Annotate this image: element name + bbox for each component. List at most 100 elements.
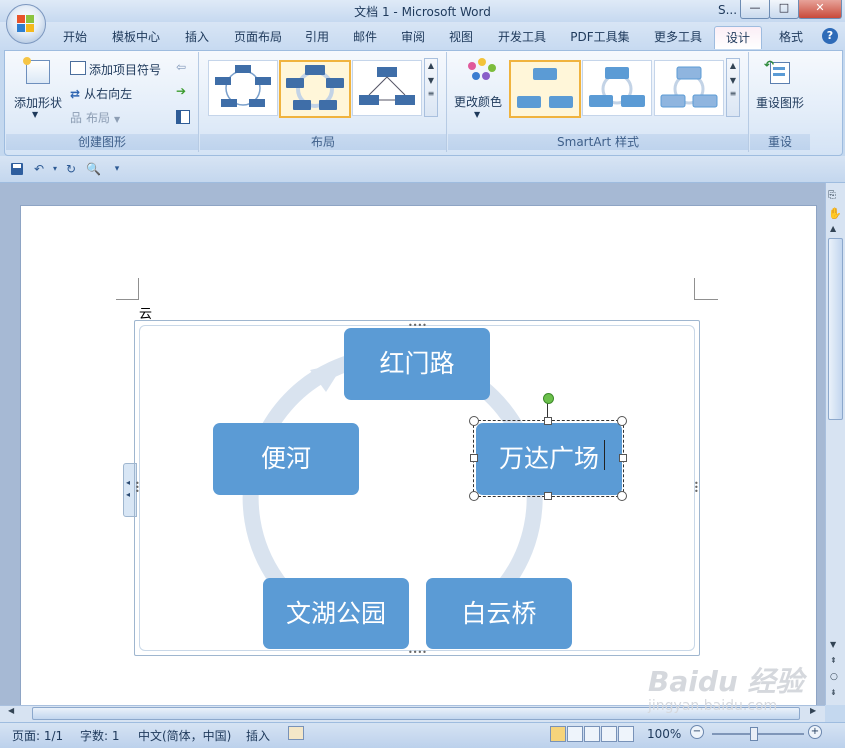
pan-hand-icon[interactable]: ✋: [828, 207, 842, 220]
zoom-out-icon[interactable]: −: [690, 725, 704, 739]
undo-icon[interactable]: ↶: [33, 162, 45, 176]
help-button[interactable]: ?: [822, 28, 838, 44]
undo-dropdown-icon[interactable]: ▾: [52, 164, 57, 173]
smartart-node-bottom-right[interactable]: 白云桥: [426, 578, 572, 649]
resize-handle-e[interactable]: [619, 454, 627, 462]
redo-icon[interactable]: ↻: [65, 162, 77, 176]
tab-template-center[interactable]: 模板中心: [111, 30, 160, 44]
outline-view-icon[interactable]: [601, 726, 617, 742]
add-bullet-button[interactable]: 添加项目符号: [70, 61, 161, 78]
tab-pdf-tools[interactable]: PDF工具集: [570, 30, 630, 44]
resize-handle-w[interactable]: [470, 454, 478, 462]
zoom-level[interactable]: 100%: [647, 727, 682, 741]
org-chart-icon: 品: [70, 111, 83, 125]
style-flat[interactable]: [509, 60, 581, 118]
document-page[interactable]: [20, 205, 817, 707]
promote-arrow-icon[interactable]: ⇦: [176, 60, 187, 74]
print-layout-view-icon[interactable]: [550, 726, 566, 742]
change-colors-icon: [466, 56, 496, 86]
frame-left-grip[interactable]: •••: [135, 479, 140, 496]
select-browse-object-icon[interactable]: ○: [830, 672, 838, 682]
smartart-node-right-selected[interactable]: 万达广场: [476, 423, 622, 495]
frame-right-grip[interactable]: •••: [694, 479, 699, 496]
status-language[interactable]: 中文(简体，中国): [138, 729, 232, 743]
document-text[interactable]: 云: [139, 307, 153, 322]
right-to-left-button[interactable]: ⇄从右向左: [70, 87, 133, 101]
layout-basic-cycle[interactable]: [208, 60, 278, 116]
draft-view-icon[interactable]: [618, 726, 634, 742]
smartart-frame[interactable]: [134, 320, 700, 656]
horizontal-scroll-thumb[interactable]: [32, 707, 800, 720]
style-white-outline[interactable]: [654, 60, 724, 116]
tab-mailings[interactable]: 邮件: [352, 30, 377, 44]
scroll-left-arrow[interactable]: ◀: [8, 706, 15, 715]
tab-format[interactable]: 格式: [778, 30, 803, 44]
node-text-left: 便河: [260, 444, 311, 473]
status-word-count[interactable]: 字数: 1: [80, 729, 120, 743]
white-outline-thumbnail: [660, 66, 718, 108]
resize-handle-n[interactable]: [544, 417, 552, 425]
smartart-node-bottom-left[interactable]: 文湖公园: [263, 578, 409, 649]
layouts-gallery-scroll[interactable]: ▲▼≡: [424, 58, 438, 117]
zoom-slider-track[interactable]: [712, 733, 804, 735]
demote-arrow-icon[interactable]: ➔: [176, 84, 187, 98]
text-cursor: [604, 440, 605, 470]
tab-more-tools[interactable]: 更多工具: [653, 30, 702, 44]
tab-design[interactable]: 设计: [714, 26, 762, 49]
print-preview-icon[interactable]: 🔍: [86, 162, 101, 176]
text-pane-icon[interactable]: [176, 110, 190, 124]
style-simple-fill[interactable]: [582, 60, 652, 116]
frame-top-grip[interactable]: ••••: [408, 321, 427, 330]
node-text-bottom-right: 白云桥: [461, 599, 537, 628]
tab-home[interactable]: 开始: [62, 30, 87, 44]
change-colors-button[interactable]: 更改颜色: [454, 95, 503, 109]
layout-block-cycle[interactable]: [279, 60, 351, 118]
status-insert-mode[interactable]: 插入: [246, 729, 271, 743]
macro-record-icon[interactable]: [288, 726, 304, 740]
tab-page-layout[interactable]: 页面布局: [233, 30, 282, 44]
tab-review[interactable]: 审阅: [400, 30, 425, 44]
resize-handle-nw[interactable]: [469, 416, 479, 426]
layout-hierarchy[interactable]: [352, 60, 422, 116]
resize-handle-se[interactable]: [617, 491, 627, 501]
add-shape-dropdown-icon[interactable]: ▼: [32, 110, 39, 119]
office-button[interactable]: [6, 4, 46, 44]
tab-view[interactable]: 视图: [448, 30, 473, 44]
smartart-node-top[interactable]: 红门路: [344, 328, 490, 400]
resize-handle-s[interactable]: [544, 492, 552, 500]
scroll-right-arrow[interactable]: ▶: [810, 706, 817, 715]
watermark-url: jingyan.baidu.com: [648, 698, 778, 714]
resize-handle-sw[interactable]: [469, 491, 479, 501]
close-button[interactable]: ✕: [798, 0, 842, 19]
tab-developer[interactable]: 开发工具: [497, 30, 546, 44]
status-page[interactable]: 页面: 1/1: [12, 729, 64, 743]
text-pane-toggle[interactable]: ◂ ◂: [123, 463, 137, 517]
web-layout-icon[interactable]: [584, 726, 600, 742]
rotate-handle[interactable]: [543, 393, 554, 404]
resize-handle-ne[interactable]: [617, 416, 627, 426]
customize-toolbar-icon[interactable]: ▾: [114, 164, 120, 174]
zoom-slider-thumb[interactable]: [750, 727, 758, 741]
full-screen-reading-icon[interactable]: [567, 726, 583, 742]
save-icon[interactable]: [10, 162, 24, 176]
smartart-node-left[interactable]: 便河: [213, 423, 359, 495]
previous-page-icon[interactable]: ⇞: [830, 656, 837, 665]
group-create-graphic: 添加形状 ▼ 添加项目符号 ⇄从右向左 品布局▼ ⇦ ➔ 创建图形: [6, 52, 199, 152]
vertical-scroll-thumb[interactable]: [828, 238, 843, 420]
quick-access-toolbar: [0, 156, 845, 183]
tab-insert[interactable]: 插入: [184, 30, 209, 44]
scroll-up-arrow[interactable]: ▲: [830, 224, 837, 233]
change-colors-dropdown-icon[interactable]: ▼: [474, 110, 481, 119]
add-shape-icon: [23, 57, 50, 84]
reset-graphic-icon: ↶: [764, 58, 790, 84]
ruler-toggle-icon[interactable]: ⎘: [828, 190, 836, 201]
scroll-down-arrow[interactable]: ▼: [830, 640, 837, 649]
reset-graphic-button[interactable]: 重设图形: [756, 96, 805, 110]
add-shape-button[interactable]: 添加形状: [14, 96, 63, 110]
frame-bottom-grip[interactable]: ••••: [408, 648, 427, 657]
tab-references[interactable]: 引用: [304, 30, 329, 44]
styles-gallery-scroll[interactable]: ▲▼≡: [726, 58, 740, 117]
zoom-in-icon[interactable]: +: [808, 725, 822, 739]
next-page-icon[interactable]: ⇟: [830, 688, 837, 697]
layout-button[interactable]: 品布局▼: [70, 111, 121, 125]
